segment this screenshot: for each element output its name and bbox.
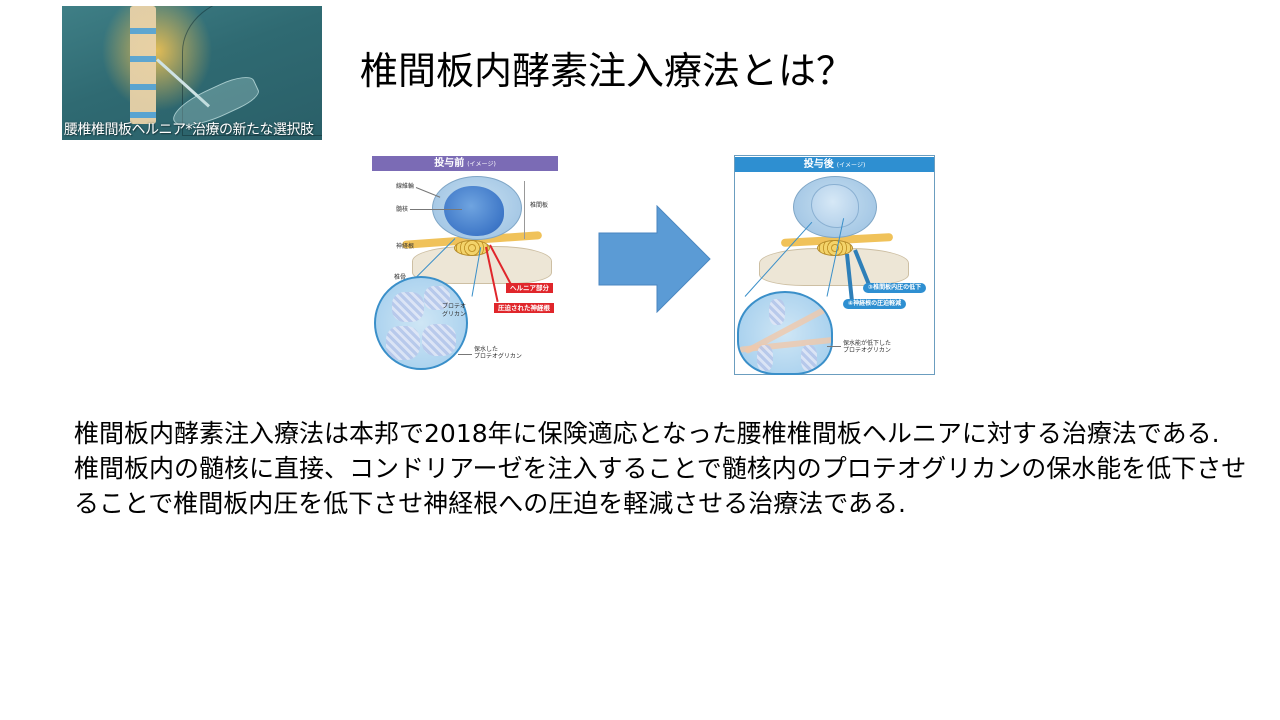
nucleus-graphic	[811, 184, 859, 228]
tag-pressure-drop: ③椎間板内圧の低下	[863, 283, 927, 293]
proteoglycan-graphic	[801, 345, 817, 371]
label-nucleus: 髄核	[396, 206, 409, 213]
figure-after-treatment: 投与後(イメージ) ③椎間板内圧の低下 ④神経根の圧迫軽減 保水能が低下した プ…	[734, 155, 935, 375]
leader-line	[458, 354, 472, 355]
label-hydrated-proteoglycan-1: 保水した	[474, 346, 499, 353]
proteoglycan-graphic	[424, 286, 450, 310]
spine-graphic	[130, 6, 156, 124]
proteoglycan-graphic	[422, 324, 456, 356]
label-nerve-root: 神経根	[396, 243, 415, 250]
right-arrow-icon	[598, 205, 711, 313]
nucleus-graphic	[444, 186, 504, 236]
figure-after-header-sub: (イメージ)	[836, 162, 866, 169]
figure-before-header: 投与前(イメージ)	[372, 156, 558, 171]
leader-line	[410, 209, 462, 210]
figure-before-header-sub: (イメージ)	[467, 161, 496, 168]
figure-before-header-label: 投与前	[434, 158, 465, 169]
figure-after-header-label: 投与後	[803, 159, 834, 170]
proteoglycan-graphic	[386, 326, 420, 360]
label-proteoglycan: プロテオ グリカン	[442, 303, 467, 318]
body-paragraph: 椎間板内酵素注入療法は本邦で2018年に保険適応となった腰椎椎間板ヘルニアに対す…	[74, 419, 1220, 448]
body-outline-graphic	[182, 6, 322, 136]
proteoglycan-graphic	[757, 345, 773, 371]
proteoglycan-graphic	[392, 292, 424, 322]
label-vertebra: 椎骨	[394, 274, 407, 281]
tag-compression-relief: ④神経根の圧迫軽減	[843, 299, 907, 309]
tag-hernia: ヘルニア部分	[506, 283, 553, 293]
header-thumbnail-image: 腰椎椎間板ヘルニア*治療の新たな選択肢	[62, 6, 322, 140]
body-text: 椎間板内酵素注入療法は本邦で2018年に保険適応となった腰椎椎間板ヘルニアに対す…	[74, 416, 1264, 521]
figure-before-treatment: 投与前(イメージ) 線維輪 髄核 椎間板 神経根 椎骨 ヘルニア部分 圧迫された…	[372, 156, 558, 376]
label-annulus: 線維輪	[396, 183, 415, 190]
body-paragraph: 椎間板内の髄核に直接、コンドリアーゼを注入することで髄核内のプロテオグリカンの保…	[74, 454, 1247, 518]
bracket-line	[524, 181, 525, 239]
proteoglycan-magnified-view	[374, 276, 468, 370]
thumbnail-caption: 腰椎椎間板ヘルニア*治療の新たな選択肢	[64, 122, 314, 138]
label-disc: 椎間板	[530, 202, 549, 209]
label-reduced-proteoglycan-2: プロテオグリカン	[843, 347, 891, 354]
figure-after-header: 投与後(イメージ)	[735, 157, 934, 172]
slide-title: 椎間板内酵素注入療法とは？	[360, 49, 855, 93]
proteoglycan-graphic	[769, 299, 785, 325]
label-reduced-proteoglycan-1: 保水能が低下した	[843, 340, 892, 347]
label-hydrated-proteoglycan-2: プロテオグリカン	[474, 353, 522, 360]
tag-compressed-nerve: 圧迫された神経根	[494, 303, 554, 313]
proteoglycan-magnified-view	[737, 291, 833, 375]
leader-line	[827, 346, 841, 347]
